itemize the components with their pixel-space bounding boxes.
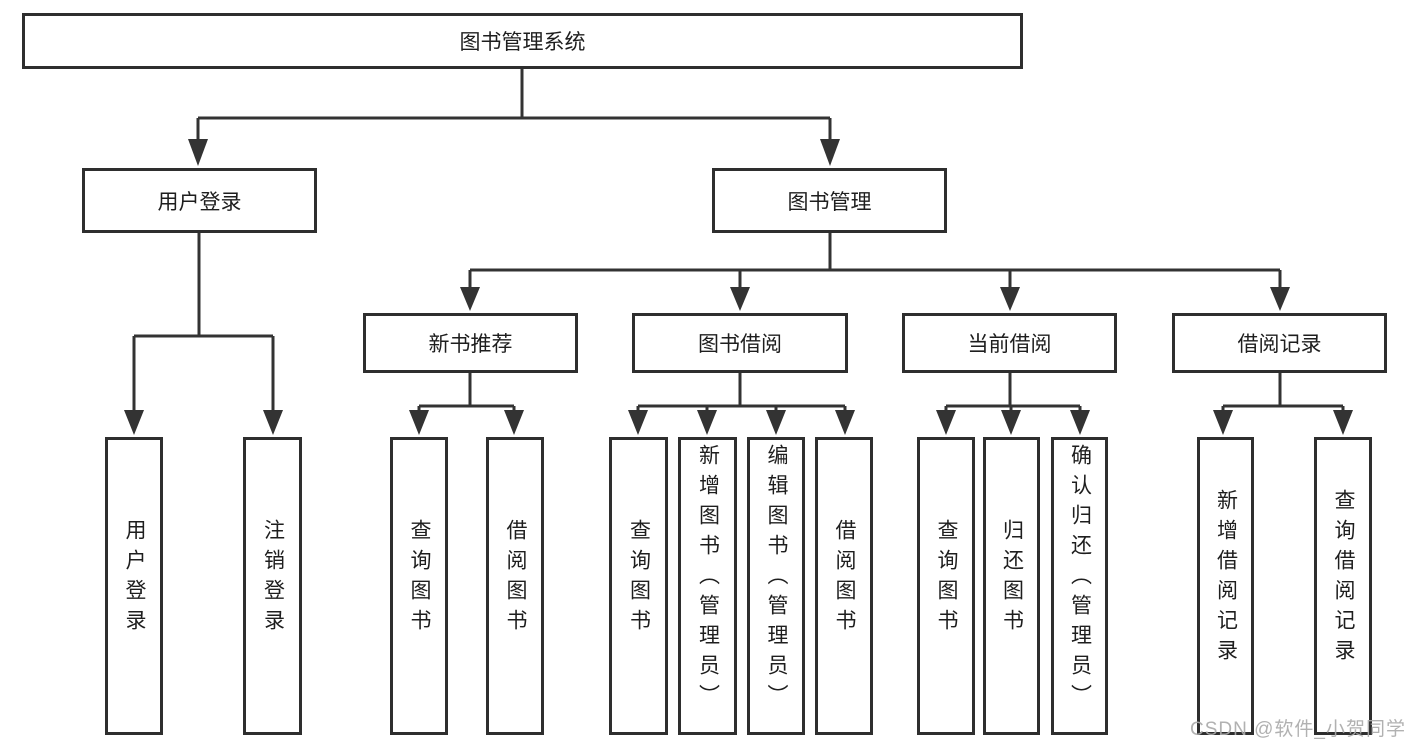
leaf-label: 确认归还（管理员）	[1068, 444, 1092, 714]
leaf-user-login: 用户登录	[105, 437, 163, 735]
leaf-label: 编辑图书（管理员）	[765, 444, 788, 714]
node-label: 用户登录	[157, 190, 242, 214]
node-user-login-group: 用户登录	[82, 168, 317, 233]
leaf-edit-book-admin: 编辑图书（管理员）	[747, 437, 805, 735]
leaf-label: 查询借阅记录	[1332, 489, 1355, 669]
node-borrow-records: 借阅记录	[1172, 313, 1387, 373]
node-label: 图书借阅	[698, 333, 782, 356]
leaf-label: 归还图书	[1000, 519, 1024, 639]
leaf-logout: 注销登录	[243, 437, 302, 735]
node-label: 当前借阅	[967, 333, 1052, 356]
node-book-management: 图书管理	[712, 168, 947, 233]
leaf-label: 借阅图书	[504, 519, 527, 639]
leaf-return-book: 归还图书	[983, 437, 1040, 735]
node-book-borrow: 图书借阅	[632, 313, 848, 373]
leaf-add-book-admin: 新增图书（管理员）	[678, 437, 737, 735]
node-label: 图书管理	[787, 190, 872, 214]
leaf-query-books-borrow: 查询图书	[609, 437, 668, 735]
node-label: 新书推荐	[428, 333, 513, 356]
leaf-add-borrow-record: 新增借阅记录	[1197, 437, 1254, 735]
leaf-label: 新增图书（管理员）	[696, 444, 720, 714]
leaf-label: 用户登录	[123, 519, 146, 639]
node-current-borrow: 当前借阅	[902, 313, 1117, 373]
leaf-query-books-current: 查询图书	[917, 437, 975, 735]
node-library-management-system: 图书管理系统	[22, 13, 1023, 69]
leaf-label: 查询图书	[408, 519, 431, 639]
node-label: 图书管理系统	[459, 31, 586, 54]
leaf-label: 查询图书	[935, 519, 958, 639]
leaf-label: 借阅图书	[833, 519, 856, 639]
leaf-label: 新增借阅记录	[1214, 489, 1238, 669]
leaf-query-books-recommend: 查询图书	[390, 437, 448, 735]
leaf-borrow-books-recommend: 借阅图书	[486, 437, 544, 735]
node-new-book-recommend: 新书推荐	[363, 313, 578, 373]
leaf-label: 注销登录	[261, 519, 285, 639]
node-label: 借阅记录	[1237, 333, 1322, 356]
leaf-confirm-return-admin: 确认归还（管理员）	[1051, 437, 1108, 735]
csdn-watermark: CSDN @软件_小贺同学	[1190, 719, 1405, 740]
leaf-borrow-books: 借阅图书	[815, 437, 873, 735]
leaf-query-borrow-record: 查询借阅记录	[1314, 437, 1372, 735]
leaf-label: 查询图书	[627, 519, 651, 639]
